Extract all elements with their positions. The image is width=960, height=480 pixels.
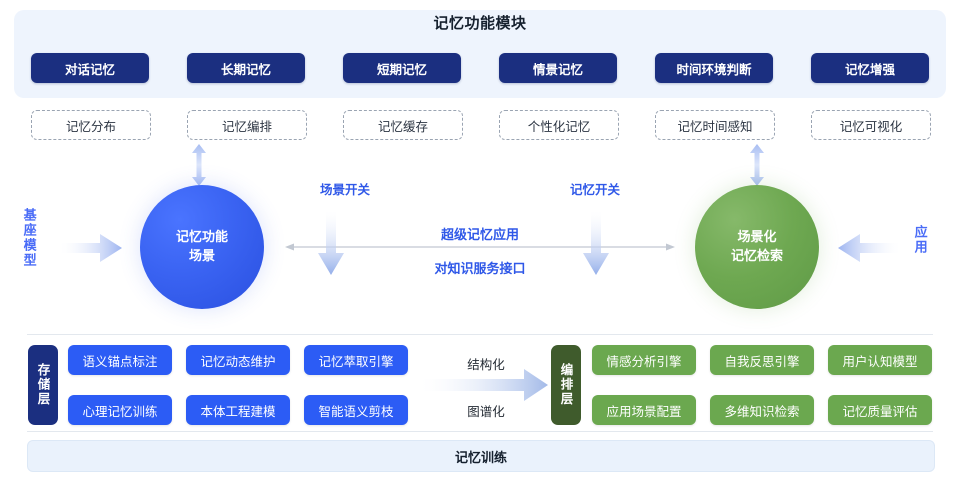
application-label: 应用 — [912, 225, 928, 255]
scene-memory-retrieval-circle[interactable]: 场景化 记忆检索 — [695, 185, 819, 309]
super-memory-app-label: 超级记忆应用 — [440, 227, 519, 242]
memory-function-scene-line1: 记忆功能 — [175, 229, 228, 245]
orch-cell-r1c0-label: 情感分析引擎 — [606, 354, 682, 369]
capability-chip-5-label: 记忆可视化 — [839, 119, 903, 134]
storage-cell-r2c1-label: 本体工程建模 — [200, 404, 276, 419]
orch-cell-r1c1-label: 自我反思引擎 — [724, 354, 800, 369]
scene-switch-label: 场景开关 — [319, 183, 370, 197]
capability-chip-2[interactable]: 记忆缓存 — [343, 110, 463, 140]
memory-function-scene-circle[interactable]: 记忆功能 场景 — [140, 185, 264, 309]
capability-chip-4[interactable]: 记忆时间感知 — [655, 110, 775, 140]
module-chip-3-label: 情景记忆 — [532, 62, 583, 77]
storage-cell-r1c1-label: 记忆动态维护 — [200, 354, 276, 369]
module-chip-4[interactable]: 时间环境判断 — [655, 53, 773, 83]
orch-cell-r1c2[interactable]: 用户认知模型 — [828, 345, 932, 375]
arrow-left-icon-application — [838, 233, 900, 263]
module-chip-1[interactable]: 长期记忆 — [187, 53, 305, 83]
flow-label-graph: 图谱化 — [467, 405, 505, 419]
storage-cell-r2c1[interactable]: 本体工程建模 — [186, 395, 290, 425]
module-chip-5[interactable]: 记忆增强 — [811, 53, 929, 83]
arrow-right-icon-base-model — [60, 233, 122, 263]
storage-cell-r2c0-label: 心理记忆训练 — [82, 404, 158, 419]
layer-divider-top — [27, 334, 933, 335]
base-model-label: 基座模型 — [21, 208, 37, 268]
module-chip-0[interactable]: 对话记忆 — [31, 53, 149, 83]
scene-memory-retrieval-line2: 记忆检索 — [730, 248, 783, 263]
capability-chip-4-label: 记忆时间感知 — [677, 119, 753, 134]
scene-memory-retrieval-line1: 场景化 — [737, 229, 777, 245]
storage-cell-r1c1[interactable]: 记忆动态维护 — [186, 345, 290, 375]
orch-cell-r2c1-label: 多维知识检索 — [724, 404, 800, 419]
module-chip-4-label: 时间环境判断 — [676, 62, 752, 77]
orch-cell-r2c2-label: 记忆质量评估 — [842, 404, 918, 419]
orchestration-layer-tab[interactable]: 编排层 — [551, 345, 581, 425]
memory-training-panel: 记忆训练 — [27, 440, 935, 472]
storage-cell-r2c2[interactable]: 智能语义剪枝 — [304, 395, 408, 425]
capability-chip-1[interactable]: 记忆编排 — [187, 110, 307, 140]
knowledge-service-interface-label: 对知识服务接口 — [434, 261, 526, 276]
storage-cell-r2c2-label: 智能语义剪枝 — [318, 404, 394, 419]
storage-layer-tab[interactable]: 存储层 — [28, 345, 58, 425]
layer-divider-bottom — [27, 431, 933, 432]
memory-modules-panel — [14, 10, 946, 98]
storage-cell-r1c0[interactable]: 语义锚点标注 — [68, 345, 172, 375]
capability-chip-2-label: 记忆缓存 — [377, 119, 428, 134]
double-arrow-up-down-icon-right — [748, 144, 766, 186]
memory-training-label: 记忆训练 — [454, 449, 507, 465]
memory-switch-label: 记忆开关 — [569, 183, 620, 197]
module-chip-2[interactable]: 短期记忆 — [343, 53, 461, 83]
storage-cell-r2c0[interactable]: 心理记忆训练 — [68, 395, 172, 425]
capability-chip-0[interactable]: 记忆分布 — [31, 110, 151, 140]
module-chip-1-label: 长期记忆 — [220, 62, 271, 77]
bidirectional-connector-line — [285, 240, 675, 254]
capability-chip-0-label: 记忆分布 — [65, 119, 116, 134]
storage-cell-r1c2[interactable]: 记忆萃取引擎 — [304, 345, 408, 375]
capability-chip-5[interactable]: 记忆可视化 — [811, 110, 931, 140]
arrow-down-icon-scene-switch — [318, 211, 344, 275]
module-chip-0-label: 对话记忆 — [64, 62, 115, 77]
module-chip-3[interactable]: 情景记忆 — [499, 53, 617, 83]
arrow-right-icon-transform — [420, 368, 548, 402]
storage-cell-r1c2-label: 记忆萃取引擎 — [318, 354, 394, 369]
orch-cell-r2c2[interactable]: 记忆质量评估 — [828, 395, 932, 425]
capability-chip-1-label: 记忆编排 — [221, 119, 272, 134]
orch-cell-r1c1[interactable]: 自我反思引擎 — [710, 345, 814, 375]
module-chip-5-label: 记忆增强 — [844, 62, 895, 77]
orch-cell-r2c1[interactable]: 多维知识检索 — [710, 395, 814, 425]
capability-chip-3-label: 个性化记忆 — [527, 119, 591, 134]
module-chip-2-label: 短期记忆 — [376, 62, 427, 77]
orch-cell-r2c0[interactable]: 应用场景配置 — [592, 395, 696, 425]
page-title: 记忆功能模块 — [433, 15, 527, 32]
capability-chip-3[interactable]: 个性化记忆 — [499, 110, 619, 140]
storage-cell-r1c0-label: 语义锚点标注 — [82, 354, 158, 369]
arrow-down-icon-memory-switch — [583, 211, 609, 275]
orch-cell-r2c0-label: 应用场景配置 — [606, 404, 682, 419]
double-arrow-up-down-icon-left — [190, 144, 208, 186]
orch-cell-r1c0[interactable]: 情感分析引擎 — [592, 345, 696, 375]
flow-label-structured: 结构化 — [467, 358, 505, 372]
orch-cell-r1c2-label: 用户认知模型 — [842, 354, 918, 369]
memory-function-scene-line2: 场景 — [188, 248, 215, 263]
